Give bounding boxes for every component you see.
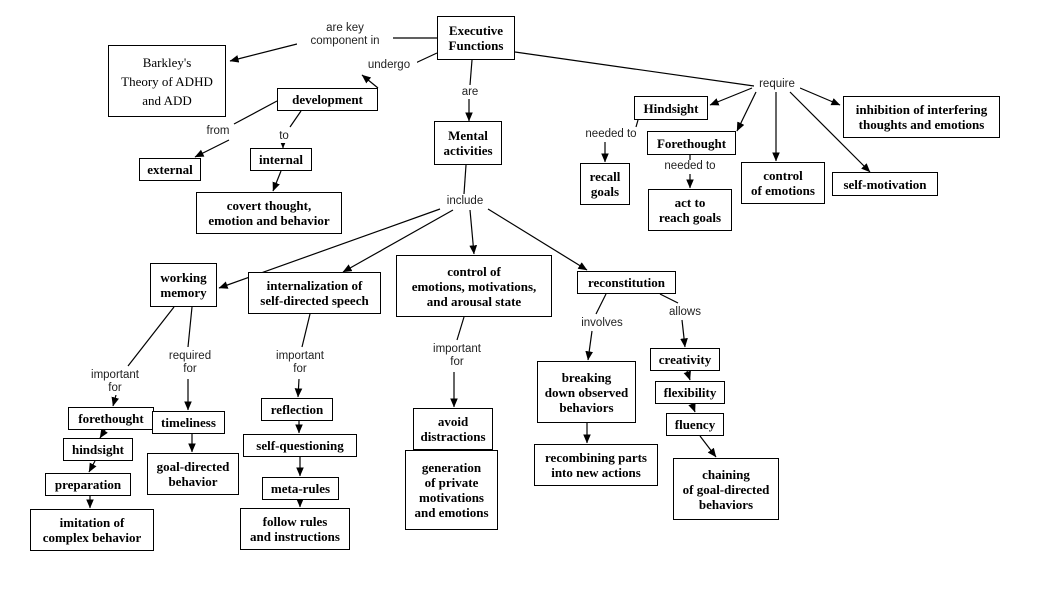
node-mental-activities[interactable]: Mental activities	[434, 121, 502, 165]
node-avoid-distractions[interactable]: avoid distractions	[413, 408, 493, 450]
node-internal[interactable]: internal	[250, 148, 312, 171]
link-label-required-for: required for	[160, 350, 220, 376]
edge-p-inc-control	[469, 209, 478, 255]
edge-p-int-reflection	[294, 378, 303, 398]
node-recall-goals[interactable]: recall goals	[580, 163, 630, 205]
edge-p-dev-ef	[361, 74, 379, 89]
node-preparation[interactable]: preparation	[45, 473, 131, 496]
edge-p-hindsight-preparation	[88, 460, 97, 473]
edge-p-wm-forethought	[111, 394, 119, 407]
node-covert-thought[interactable]: covert thought, emotion and behavior	[196, 192, 342, 234]
edge-p-control-avoid-stem	[456, 316, 465, 341]
node-timeliness[interactable]: timeliness	[152, 411, 225, 434]
link-label-important-for-speech: important for	[267, 350, 333, 376]
edge-p-recon-creativity	[680, 319, 688, 348]
link-label-undergo: undergo	[361, 59, 417, 72]
edge-p-recon-creativity-stem	[659, 293, 679, 304]
link-label-include: include	[442, 195, 488, 208]
edge-p-recon-breaking-stem	[595, 293, 607, 315]
node-hindsight-top[interactable]: Hindsight	[634, 96, 708, 120]
node-development[interactable]: development	[277, 88, 378, 111]
edge-p-creativity-flexibility	[683, 370, 691, 381]
edge-p-wm-timeliness-stem	[187, 306, 193, 348]
node-creativity[interactable]: creativity	[650, 348, 720, 371]
node-meta-rules[interactable]: meta-rules	[262, 477, 339, 500]
node-reflection[interactable]: reflection	[261, 398, 333, 421]
node-reconstitution[interactable]: reconstitution	[577, 271, 676, 294]
link-label-are-key-component-in: are key component in	[297, 22, 393, 48]
node-working-memory[interactable]: working memory	[150, 263, 217, 307]
node-forethought-top[interactable]: Forethought	[647, 131, 736, 155]
node-executive-functions[interactable]: Executive Functions	[437, 16, 515, 60]
edge-p-flexibility-fluency	[688, 402, 696, 413]
link-label-from: from	[202, 125, 234, 138]
node-imitation[interactable]: imitation of complex behavior	[30, 509, 154, 551]
edge-p-dev-external	[194, 139, 230, 158]
edge-p-ef-mental-stem	[469, 59, 473, 86]
node-forethought-bottom[interactable]: forethought	[68, 407, 154, 430]
edge-p-dev-internal-stem	[289, 110, 302, 128]
edge-p-dev-external-stem	[233, 100, 278, 125]
node-self-motivation[interactable]: self-motivation	[832, 172, 938, 196]
link-label-to: to	[276, 130, 292, 143]
link-label-important-for-working: important for	[82, 369, 148, 395]
edge-p-internal-covert	[272, 170, 282, 192]
node-goal-directed-behavior[interactable]: goal-directed behavior	[147, 453, 239, 495]
node-fluency[interactable]: fluency	[666, 413, 724, 436]
node-external[interactable]: external	[139, 158, 201, 181]
edge-p-ef-barkleys	[229, 43, 298, 63]
edge-p-req-inhibition	[799, 87, 841, 106]
edge-p-forethought-hindsight	[99, 428, 108, 439]
node-generation-private[interactable]: generation of private motivations and em…	[405, 450, 498, 530]
node-act-to-reach-goals[interactable]: act to reach goals	[648, 189, 732, 231]
edge-p-mental-include-stem	[463, 164, 467, 195]
link-label-important-for-control: important for	[424, 343, 490, 369]
node-internalization[interactable]: internalization of self-directed speech	[248, 272, 381, 314]
edge-p-hindsight-recall-stem	[635, 119, 639, 128]
edge-p-req-forethought	[736, 91, 757, 132]
node-breaking-down[interactable]: breaking down observed behaviors	[537, 361, 636, 423]
node-control-of-emotions[interactable]: control of emotions	[741, 162, 825, 204]
node-self-questioning[interactable]: self-questioning	[243, 434, 357, 457]
link-label-allows: allows	[664, 306, 706, 319]
edge-p-req-hindsight	[709, 87, 753, 106]
edge-p-ef-require-stem	[514, 51, 755, 87]
node-recombining[interactable]: recombining parts into new actions	[534, 444, 658, 486]
link-label-are: are	[459, 86, 481, 99]
link-label-require: require	[754, 78, 800, 91]
edge-p-recon-breaking	[585, 330, 593, 361]
link-label-needed-to-recall: needed to	[580, 128, 642, 141]
node-hindsight-bottom[interactable]: hindsight	[63, 438, 133, 461]
link-label-involves: involves	[575, 317, 629, 330]
node-inhibition[interactable]: inhibition of interfering thoughts and e…	[843, 96, 1000, 138]
node-flexibility[interactable]: flexibility	[655, 381, 725, 404]
node-follow-rules[interactable]: follow rules and instructions	[240, 508, 350, 550]
node-control-emotions-motivations[interactable]: control of emotions, motivations, and ar…	[396, 255, 552, 317]
edge-p-fluency-chaining	[699, 435, 717, 458]
node-chaining[interactable]: chaining of goal-directed behaviors	[673, 458, 779, 520]
node-barkleys-theory[interactable]: Barkley's Theory of ADHD and ADD	[108, 45, 226, 117]
edge-p-int-reflection-stem	[301, 313, 311, 348]
link-label-needed-to-act: needed to	[659, 160, 721, 173]
